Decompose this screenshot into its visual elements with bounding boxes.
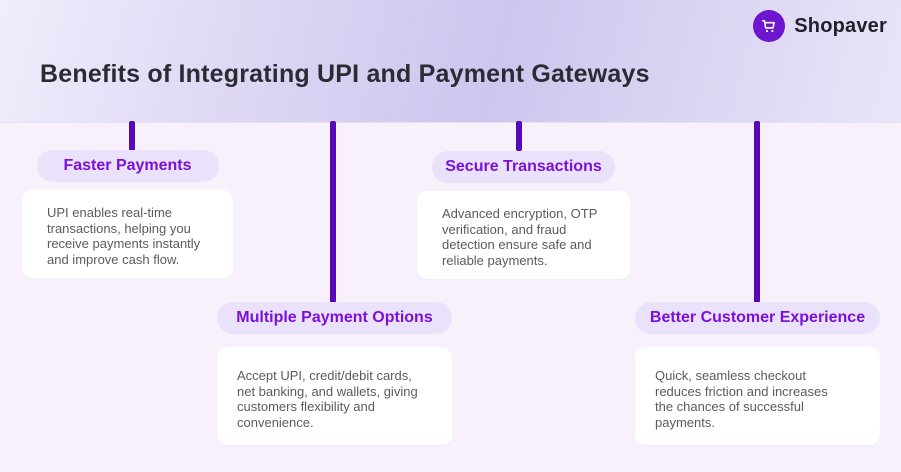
connector-line-better-customer-experience — [754, 121, 760, 303]
benefit-card: UPI enables real-time transactions, help… — [22, 190, 233, 278]
page-title: Benefits of Integrating UPI and Payment … — [40, 60, 650, 88]
benefit-title-pill: Faster Payments — [36, 150, 219, 182]
benefit-secure-transactions: Secure Transactions Advanced encryption,… — [417, 151, 630, 279]
benefit-title: Better Customer Experience — [649, 309, 866, 326]
brand-name: Shopaver — [794, 14, 887, 37]
benefit-title-pill: Secure Transactions — [432, 151, 615, 183]
brand-logo: Shopaver — [753, 10, 887, 42]
connector-line-secure-transactions — [516, 121, 522, 151]
header-band: Benefits of Integrating UPI and Payment … — [0, 0, 901, 123]
benefit-description: Advanced encryption, OTP verification, a… — [442, 206, 598, 268]
benefit-card: Advanced encryption, OTP verification, a… — [417, 191, 630, 279]
benefit-title: Faster Payments — [63, 157, 192, 174]
benefit-title: Secure Transactions — [445, 158, 602, 175]
benefit-faster-payments: Faster Payments UPI enables real-time tr… — [22, 150, 233, 278]
benefit-description: UPI enables real-time transactions, help… — [47, 205, 201, 267]
benefit-title-pill: Multiple Payment Options — [217, 302, 452, 334]
benefit-card: Quick, seamless checkout reduces frictio… — [635, 347, 880, 445]
benefit-title: Multiple Payment Options — [236, 309, 433, 326]
benefit-description: Quick, seamless checkout reduces frictio… — [655, 368, 828, 430]
connector-line-multiple-payment-options — [330, 121, 336, 303]
connector-line-faster-payments — [129, 121, 135, 151]
benefit-card: Accept UPI, credit/debit cards, net bank… — [217, 347, 452, 445]
benefit-description: Accept UPI, credit/debit cards, net bank… — [237, 368, 418, 430]
cart-icon — [753, 10, 786, 42]
benefit-title-pill: Better Customer Experience — [635, 302, 880, 334]
benefit-multiple-payment-options: Multiple Payment Options Accept UPI, cre… — [217, 302, 452, 445]
benefit-better-customer-experience: Better Customer Experience Quick, seamle… — [635, 302, 880, 445]
